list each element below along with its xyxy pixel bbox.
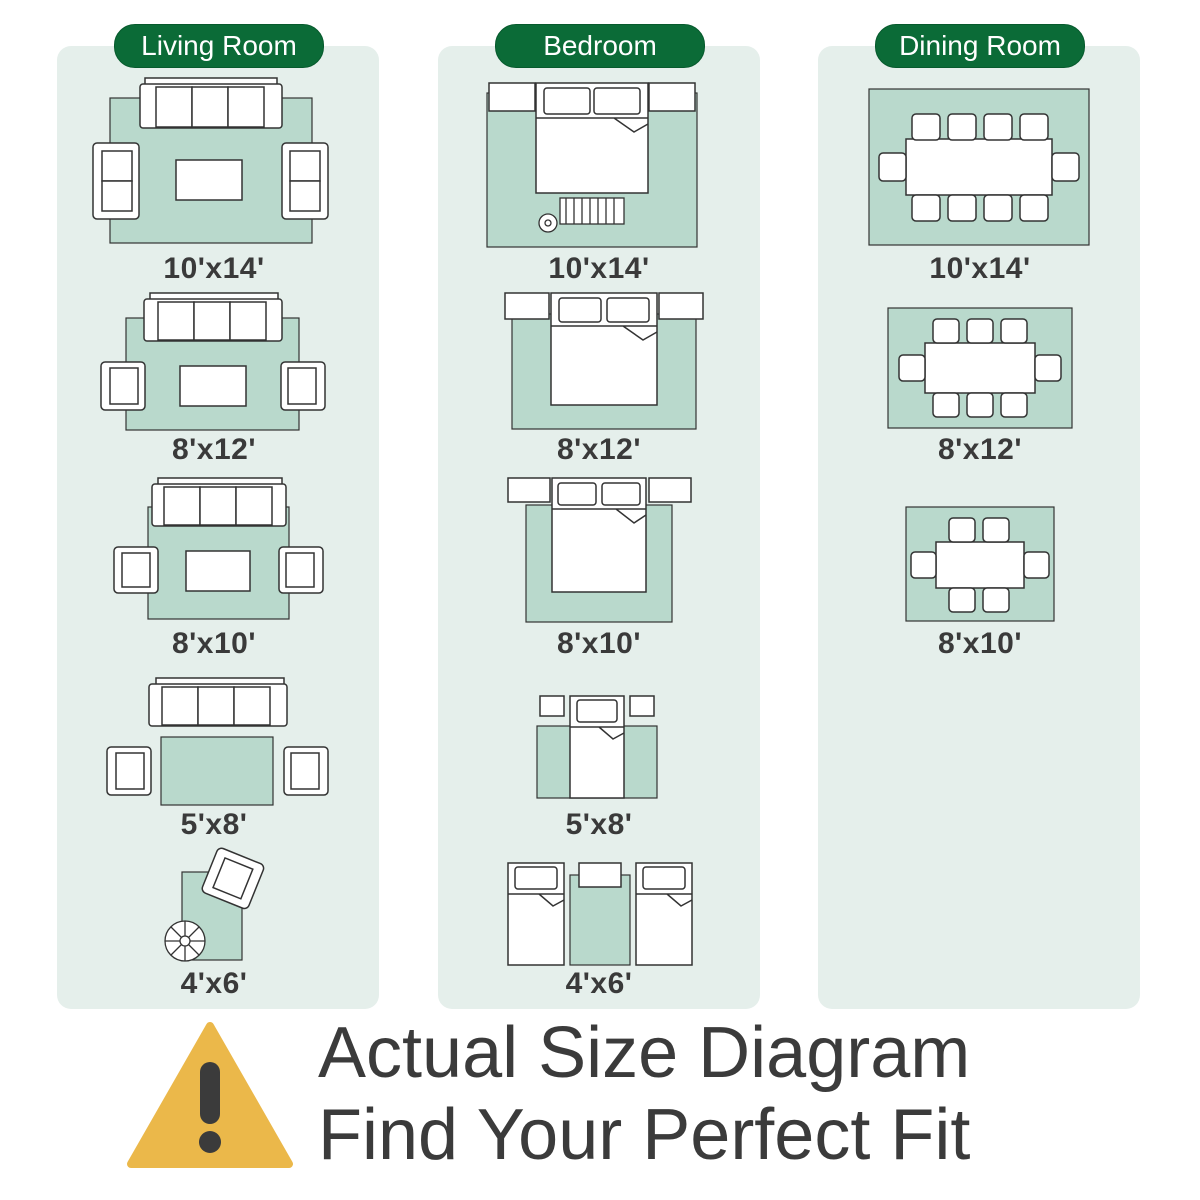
size-label: 8'x12' xyxy=(556,433,641,466)
bedroom-rug-10x14-diagram xyxy=(486,82,698,248)
living-rug-4x6-diagram xyxy=(164,847,265,962)
living-rug-5x8-diagram xyxy=(106,677,329,806)
bedroom-rug-8x12-diagram xyxy=(504,292,704,430)
bed xyxy=(635,862,693,966)
nightstand xyxy=(658,292,704,320)
armchair xyxy=(278,546,324,594)
bedroom-rug-4x6-diagram xyxy=(507,862,693,966)
armchair xyxy=(280,361,326,411)
headline-line-1: Actual Size Diagram xyxy=(318,1013,971,1093)
living-rug-8x10-diagram xyxy=(113,477,324,620)
armchair xyxy=(283,746,329,796)
armchair xyxy=(92,142,140,220)
bedroom-rug-5x8-diagram xyxy=(536,695,658,799)
dining-rug-8x12-diagram xyxy=(887,307,1073,429)
dining-rug-10x14-diagram xyxy=(868,88,1090,246)
bench xyxy=(559,197,625,225)
armchair xyxy=(113,546,159,594)
nightstand xyxy=(507,477,551,503)
coffee-table xyxy=(185,550,251,592)
dining-table xyxy=(878,113,1080,222)
dining-room-title: Dining Room xyxy=(875,24,1085,68)
nightstand xyxy=(504,292,550,320)
coffee-table xyxy=(179,365,247,407)
bed xyxy=(551,477,647,593)
size-label: 8'x10' xyxy=(171,627,256,660)
nightstand xyxy=(488,82,536,112)
living-rug-8x12-diagram xyxy=(100,292,326,431)
size-label: 10'x14' xyxy=(929,252,1031,285)
nightstand xyxy=(629,695,655,717)
sofa xyxy=(151,477,287,527)
rug xyxy=(160,736,274,806)
size-label: 10'x14' xyxy=(548,252,650,285)
size-label: 4'x6' xyxy=(180,967,248,1000)
side-table xyxy=(164,920,206,962)
armchair xyxy=(106,746,152,796)
nightstand xyxy=(648,477,692,503)
bed xyxy=(550,292,658,406)
coffee-table xyxy=(175,159,243,201)
nightstand xyxy=(578,862,622,888)
warning-icon xyxy=(127,1022,293,1168)
size-label: 8'x10' xyxy=(937,627,1022,660)
stool xyxy=(538,213,558,233)
bedroom-rug-8x10-diagram xyxy=(507,477,692,623)
size-label: 4'x6' xyxy=(565,967,633,1000)
bed xyxy=(535,82,649,194)
sofa xyxy=(143,292,283,342)
size-label: 8'x10' xyxy=(556,627,641,660)
living-rug-10x14-diagram xyxy=(92,77,329,244)
size-label: 5'x8' xyxy=(180,808,248,841)
bed xyxy=(507,862,565,966)
armchair xyxy=(281,142,329,220)
dining-rug-8x10-diagram xyxy=(905,506,1055,622)
bedroom-title: Bedroom xyxy=(495,24,705,68)
armchair xyxy=(100,361,146,411)
size-label: 8'x12' xyxy=(171,433,256,466)
headline-line-2: Find Your Perfect Fit xyxy=(318,1095,971,1175)
rug xyxy=(569,874,631,966)
size-label: 10'x14' xyxy=(163,252,265,285)
armchair xyxy=(201,847,265,910)
nightstand xyxy=(539,695,565,717)
bed xyxy=(569,695,625,799)
dining-table xyxy=(898,318,1062,418)
dining-table xyxy=(910,517,1050,613)
size-label: 8'x12' xyxy=(937,433,1022,466)
sofa xyxy=(139,77,283,129)
living-room-title: Living Room xyxy=(114,24,324,68)
size-label: 5'x8' xyxy=(565,808,633,841)
sofa xyxy=(148,677,288,727)
nightstand xyxy=(648,82,696,112)
